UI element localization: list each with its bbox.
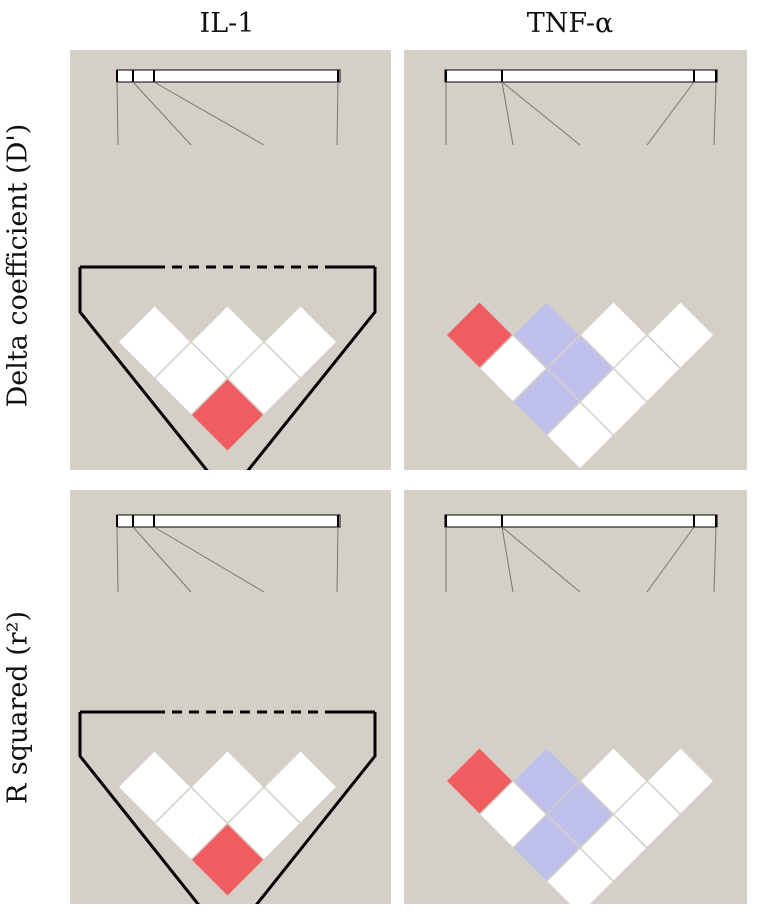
snp-leader-line [116,81,119,146]
snp-leader-line [116,526,119,593]
ld-cell [189,377,266,453]
snp-leader-line [153,81,265,146]
chromosome-bar [444,69,718,83]
chromosome-bar [116,514,341,528]
snp-leader-line [153,526,265,593]
snp-leader-line [646,81,695,146]
column-title-tnf: TNF-α [526,8,614,39]
snp-leader-line [132,81,192,146]
ld-plot-il1-dprime [78,69,377,470]
snp-leader-line [646,526,695,593]
panel-il1-dprime [70,50,391,470]
panel-il1-rsq [70,490,391,904]
snp-leader-line [336,526,339,593]
snp-leader-line [501,526,581,593]
chromosome-bar [116,69,341,83]
column-title-il1: IL-1 [199,8,255,39]
chromosome-bar [444,514,718,528]
snp-leader-line [501,526,514,593]
snp-leader-line [336,81,339,146]
snp-leader-line [713,526,717,593]
snp-leader-line [501,81,581,146]
snp-leader-line [132,526,192,593]
haplotype-block-outline [78,267,377,470]
snp-leader-line [501,81,514,146]
panel-tnf-dprime [404,50,747,470]
ld-cell [545,846,615,904]
ld-cell [189,822,266,898]
ld-plot-tnf-rsq [444,514,718,904]
snp-leader-line [713,81,717,146]
ld-plot-il1-rsq [78,514,377,904]
panel-tnf-rsq [404,490,747,904]
row-title-dprime: Delta coefficient (D') [2,123,34,408]
haplotype-block-outline [78,712,377,904]
ld-cell [545,400,615,470]
row-title-rsq: R squared (r²) [2,610,34,805]
ld-plot-tnf-dprime [444,69,718,470]
